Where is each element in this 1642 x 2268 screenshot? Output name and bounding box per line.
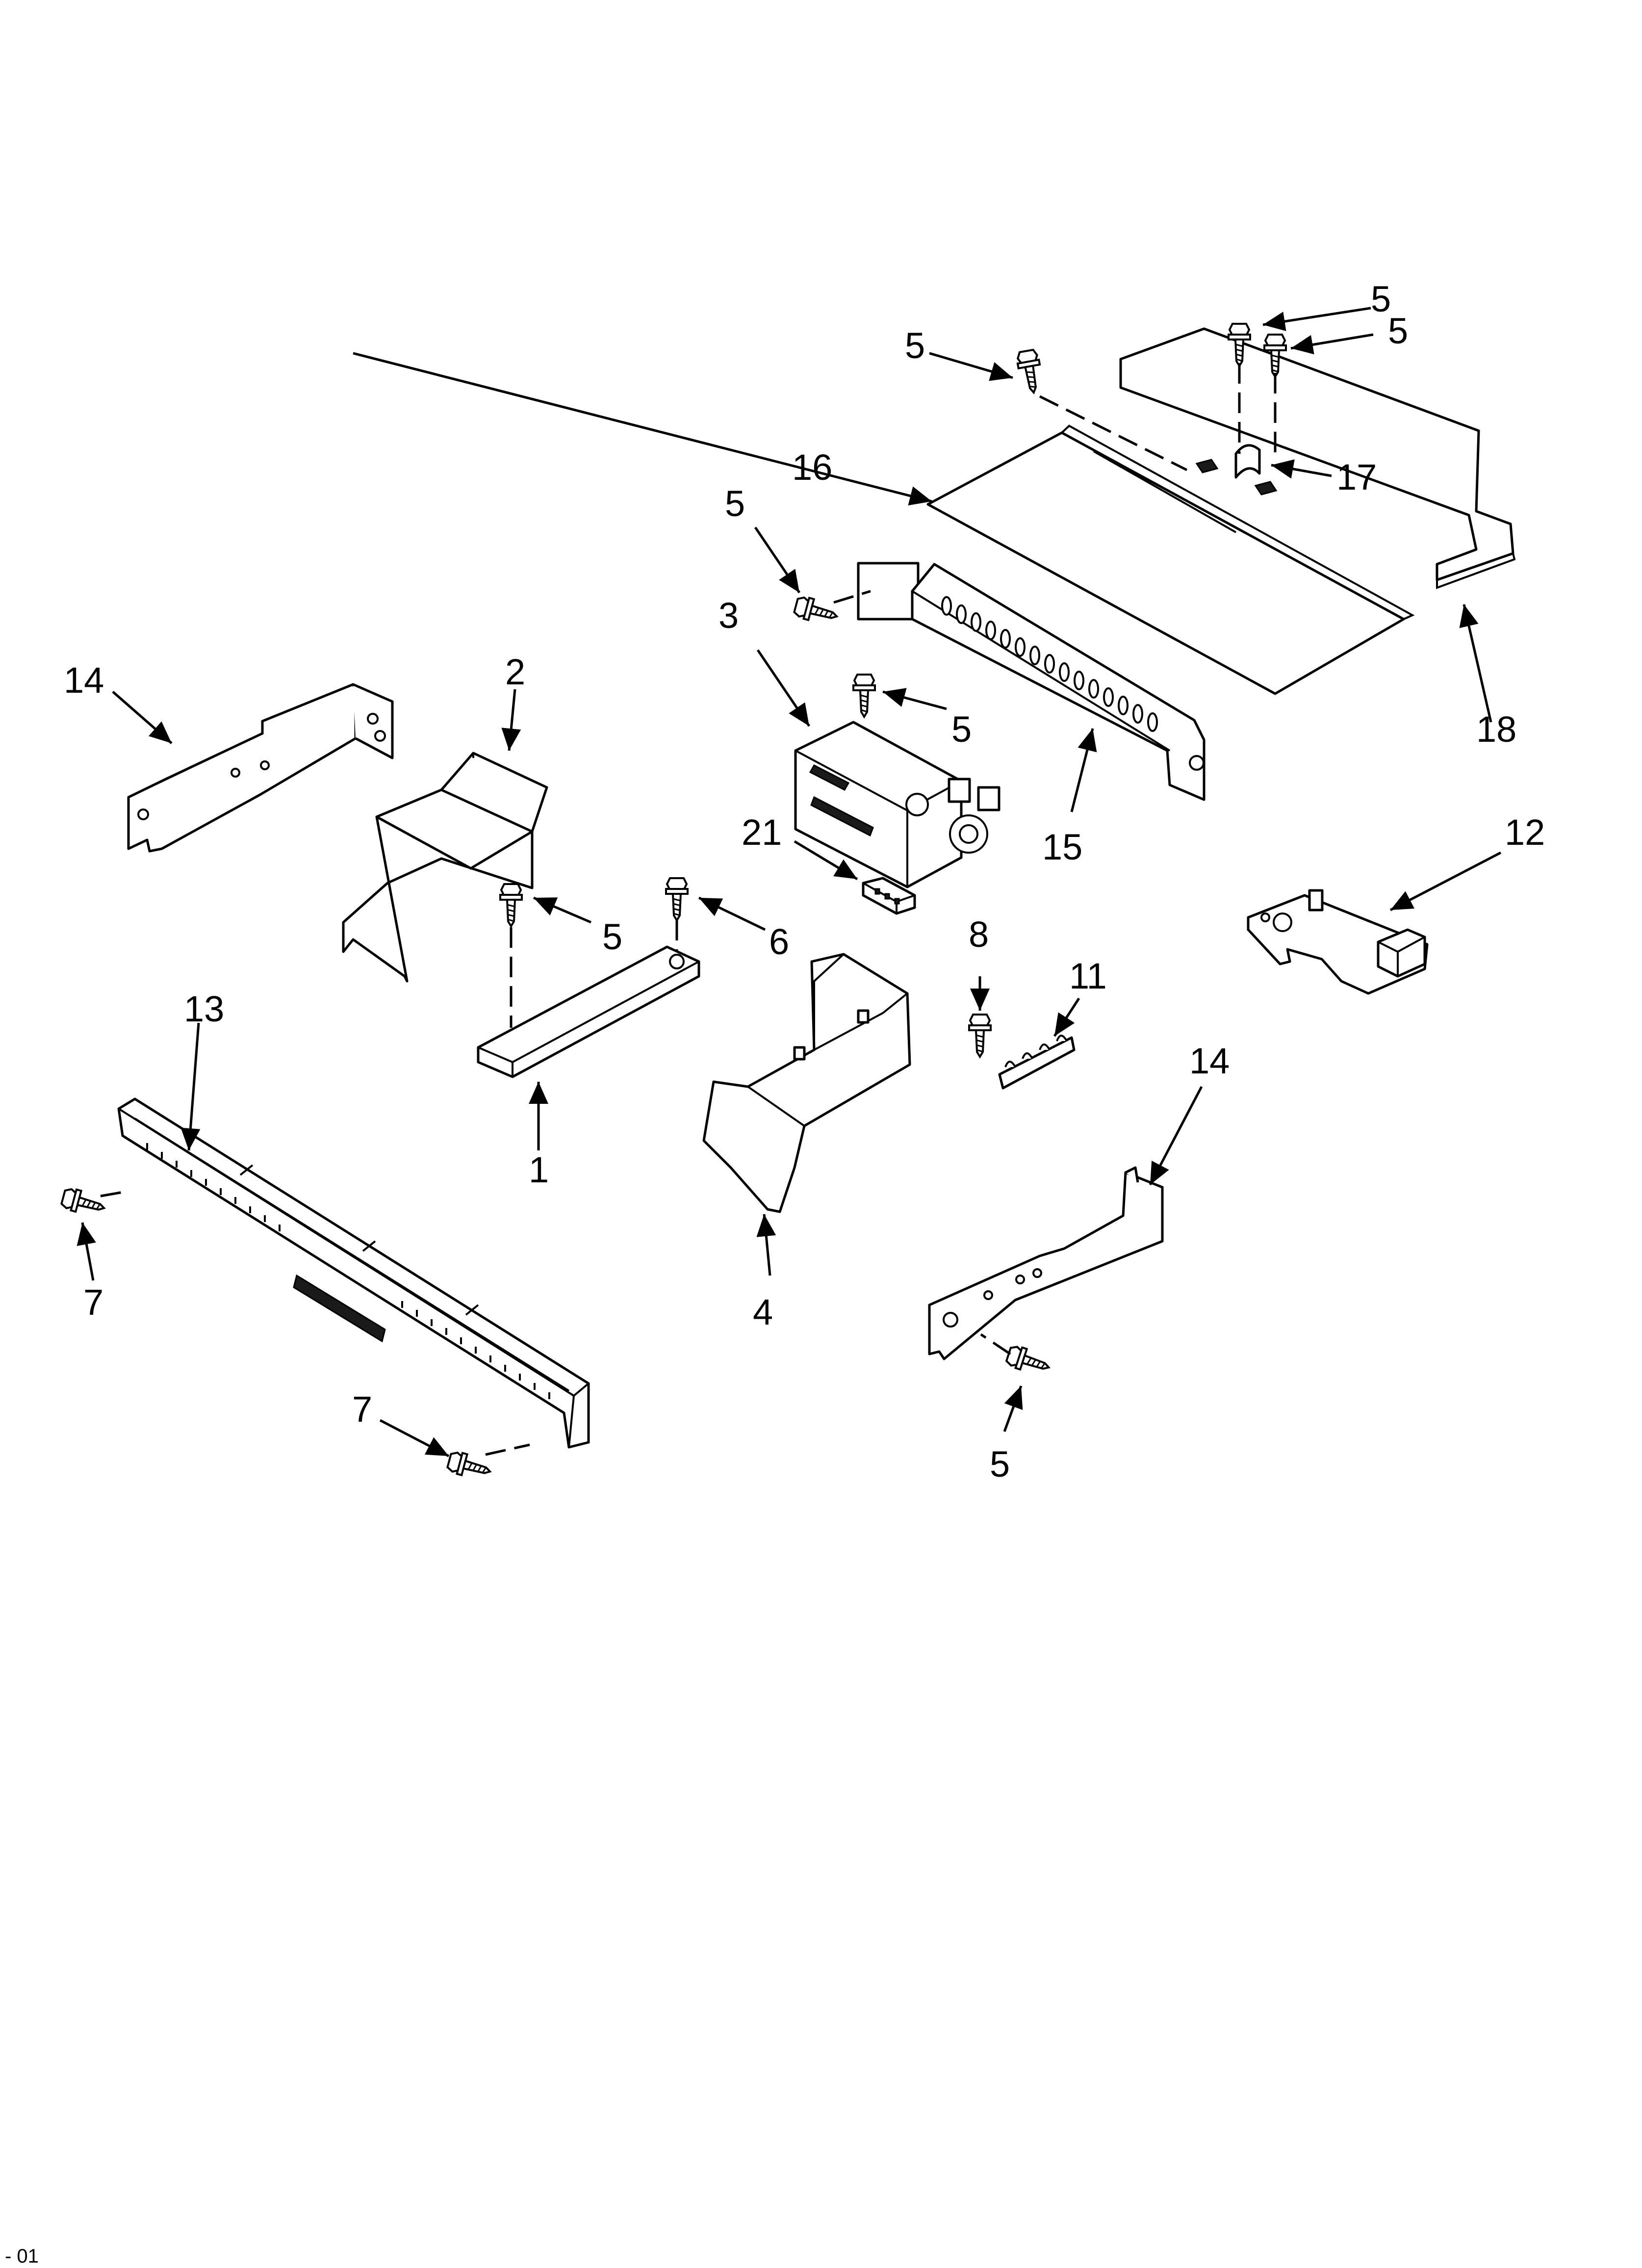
- callout-label-16: 16: [792, 447, 832, 488]
- screw-icon: [499, 883, 523, 927]
- thermostat-assembly: [794, 721, 1001, 888]
- assembly-lines: [100, 363, 1277, 1456]
- top-cover-panel: [1119, 327, 1516, 589]
- callout-label-5: 5: [990, 1444, 1010, 1485]
- callout-label-21: 21: [742, 812, 782, 853]
- callout-label-5: 5: [602, 916, 622, 957]
- callout-label-12: 12: [1505, 812, 1545, 853]
- callout-label-5: 5: [1388, 311, 1408, 351]
- callout-label-5: 5: [905, 325, 925, 366]
- air-duct: [342, 752, 548, 983]
- terminal-block: [862, 877, 916, 915]
- callout-label-14: 14: [64, 660, 104, 701]
- screw-icon: [1015, 348, 1046, 395]
- wire-holder-bracket: [998, 1035, 1076, 1090]
- vent-channel: [857, 562, 1206, 801]
- callout-label-7: 7: [83, 1282, 103, 1323]
- callout-label-7: 7: [352, 1389, 372, 1430]
- callout-label-6: 6: [769, 921, 789, 962]
- callout-label-14: 14: [1189, 1041, 1230, 1081]
- callout-label-3: 3: [718, 595, 739, 636]
- screw-icon: [59, 1185, 108, 1220]
- callout-label-1: 1: [529, 1149, 549, 1190]
- screw-icon: [1004, 1343, 1053, 1379]
- screw-icon: [852, 674, 876, 718]
- screw-icon: [968, 1014, 992, 1058]
- callout-label-8: 8: [969, 914, 989, 955]
- baffle-panel: [926, 424, 1415, 695]
- side-bracket-right: [928, 1166, 1164, 1360]
- wire-clip-bracket: [1234, 444, 1261, 479]
- front-rail: [117, 1097, 590, 1449]
- callout-label-17: 17: [1336, 457, 1377, 497]
- callout-label-13: 13: [184, 989, 224, 1029]
- leader-lines: [77, 307, 1502, 1458]
- heat-shield: [702, 953, 911, 1213]
- screw-icon: [665, 877, 689, 921]
- side-bracket-left: [127, 683, 394, 853]
- support-channel: [477, 945, 700, 1078]
- callout-label-11: 11: [1069, 956, 1107, 996]
- callout-label-4: 4: [753, 1292, 773, 1332]
- mounting-plate: [1247, 889, 1429, 995]
- screw-icon: [792, 594, 841, 628]
- callout-label-2: 2: [505, 652, 525, 692]
- page-reference: - 01: [5, 2245, 39, 2267]
- callout-label-5: 5: [1371, 279, 1391, 319]
- callout-label-18: 18: [1476, 709, 1516, 750]
- callout-label-5: 5: [951, 709, 972, 750]
- callout-label-15: 15: [1042, 827, 1082, 867]
- callout-labels: 16 5 5 5 17 5 3 5 15 18 14 2 21 12 5 6 8…: [64, 279, 1545, 1485]
- callout-label-5: 5: [725, 483, 745, 524]
